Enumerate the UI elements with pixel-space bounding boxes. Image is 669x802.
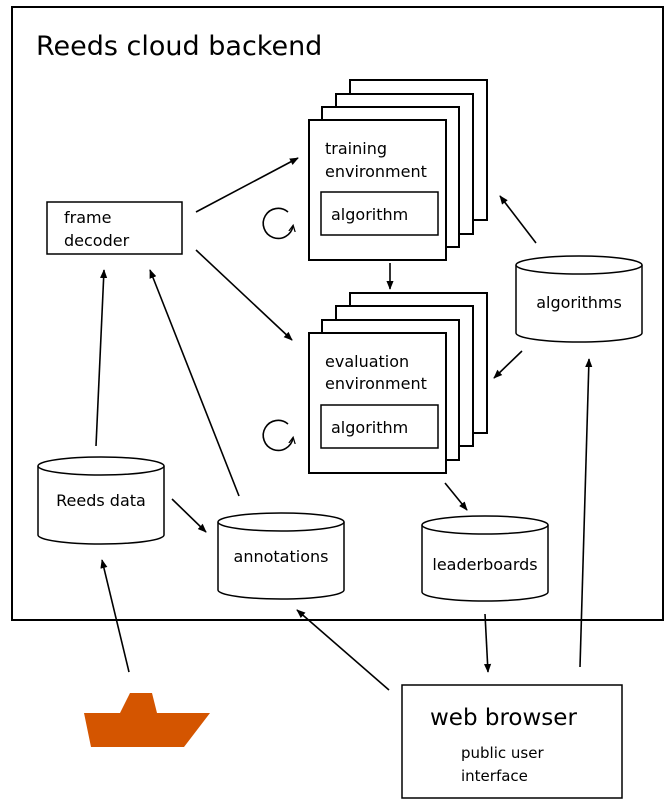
arrow-algorithms-to-evaluation: [493, 350, 523, 379]
annotations-database: annotations: [217, 512, 345, 600]
evaluation-algorithm-label: algorithm: [331, 418, 408, 437]
arrow-evaluation-to-leaderboards: [444, 482, 468, 511]
loop-arrow-icon: [262, 419, 293, 452]
leaderboards-database: leaderboards: [421, 515, 549, 602]
training-algorithm-box: [320, 191, 439, 236]
evaluation-line1: evaluation: [325, 352, 409, 371]
web-browser-box: web browser public user interface: [401, 684, 623, 799]
arrow-leaderboards-to-browser: [483, 613, 492, 673]
frame-decoder-line2: decoder: [64, 231, 130, 250]
training-line2: environment: [325, 162, 427, 181]
training-line1: training: [325, 139, 387, 158]
frame-decoder-line1: frame: [64, 208, 111, 227]
arrow-ship-to-reedsdata: [100, 559, 130, 673]
arrow-browser-to-annotations: [296, 609, 390, 691]
connections: [95, 157, 593, 691]
reeds-data-database: Reeds data: [37, 456, 165, 545]
arrow-decoder-to-training: [195, 157, 299, 213]
annotations-db-label: annotations: [234, 547, 329, 566]
leaderboards-db-label: leaderboards: [432, 555, 537, 574]
training-environment-stack: training environment algorithm: [308, 79, 488, 261]
web-browser-line2: interface: [461, 767, 528, 785]
training-algorithm-label: algorithm: [331, 205, 408, 224]
evaluation-algorithm-box: [320, 404, 439, 449]
evaluation-line2: environment: [325, 374, 427, 393]
arrow-algorithms-to-training: [499, 195, 537, 244]
arrow-browser-to-algorithms: [579, 358, 593, 668]
algorithms-db-label: algorithms: [536, 293, 622, 312]
arrow-annotations-to-decoder: [149, 269, 240, 497]
web-browser-line1: public user: [461, 744, 544, 762]
loop-arrow-icon: [262, 207, 293, 240]
backend-title: Reeds cloud backend: [36, 31, 322, 62]
arrow-reedsdata-to-decoder: [95, 269, 108, 447]
reeds-data-db-label: Reeds data: [56, 491, 146, 510]
arrow-reedsdata-to-annotations: [171, 498, 207, 533]
arrow-decoder-to-evaluation: [195, 249, 293, 341]
ship-icon: [84, 693, 210, 747]
frame-decoder-box: frame decoder: [46, 201, 183, 255]
algorithms-database: algorithms: [515, 255, 643, 343]
web-browser-title: web browser: [430, 705, 577, 731]
evaluation-environment-stack: evaluation environment algorithm: [308, 292, 488, 474]
